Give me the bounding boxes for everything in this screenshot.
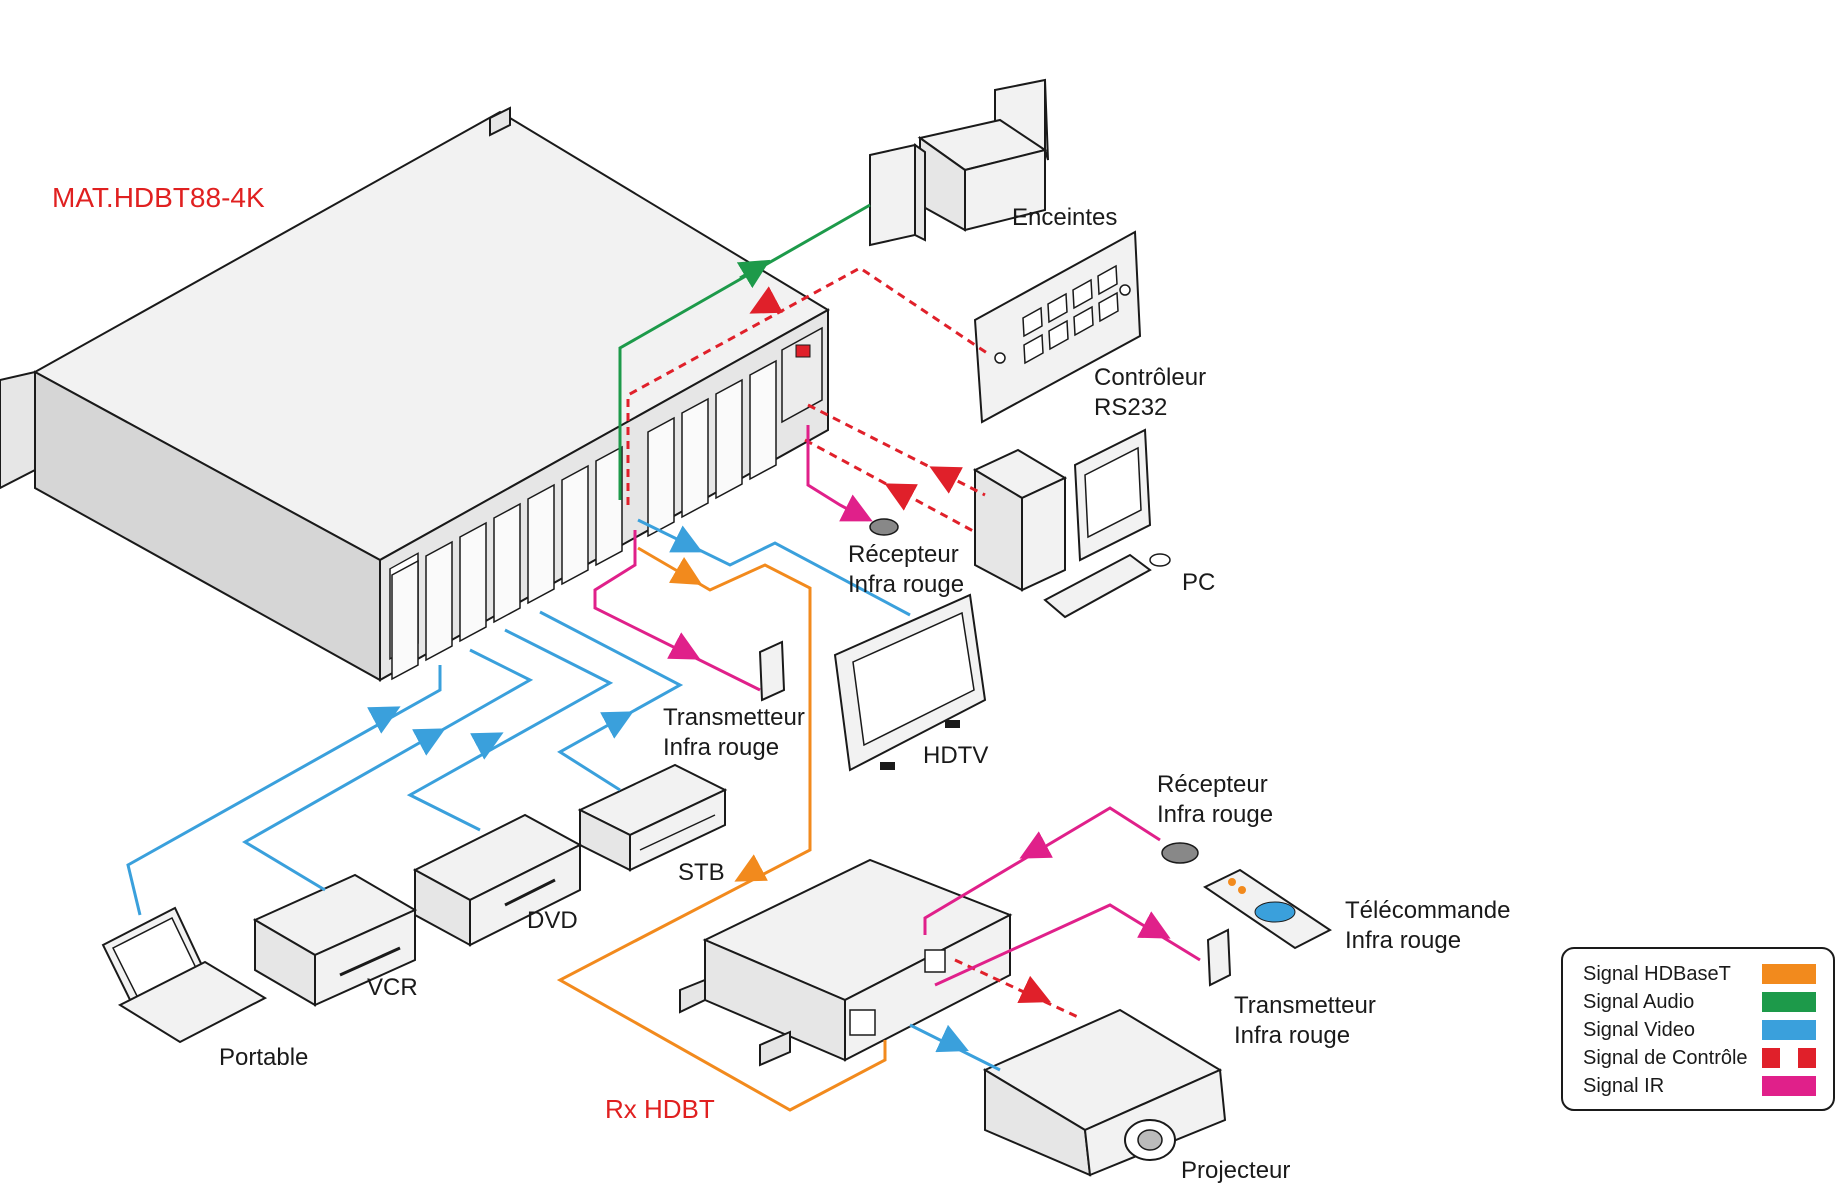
stb-label: STB — [678, 859, 725, 886]
legend-swatch-ir — [1762, 1076, 1816, 1096]
ir-wire-transmitter-2 — [934, 903, 1201, 987]
legend-swatch-control-b — [1798, 1048, 1816, 1068]
video-wire-laptop — [126, 665, 442, 916]
ir-transmitter-1 — [758, 640, 786, 702]
pc-label: PC — [1182, 569, 1215, 596]
hdtv-display — [833, 593, 987, 772]
ir-transmitter-2-label-line1: Transmetteur — [1234, 992, 1376, 1019]
ir-transmitter-2 — [1206, 928, 1232, 987]
legend-label-ir: Signal IR — [1583, 1075, 1664, 1097]
ir-wire-transmitter-1 — [593, 530, 761, 692]
vcr-device — [252, 873, 418, 1007]
hdtv-label: HDTV — [923, 742, 988, 769]
control-wire-pc-2 — [804, 438, 976, 534]
remote-label-line2: Infra rouge — [1345, 927, 1461, 954]
rx-hdbt-receiver — [679, 858, 1013, 1067]
dvd-player — [412, 813, 583, 947]
legend-swatch-control-a — [1762, 1048, 1780, 1068]
ir-receiver-2 — [1161, 842, 1199, 864]
stb-device — [577, 763, 728, 872]
legend: Signal HDBaseT Signal Audio Signal Video… — [1561, 947, 1835, 1111]
video-wire-dvd — [406, 628, 614, 832]
legend-label-video: Signal Video — [1583, 1019, 1695, 1041]
control-wire-controller — [626, 266, 991, 505]
speakers-device — [869, 78, 1049, 247]
ir-transmitter-1-label-line2: Infra rouge — [663, 734, 779, 761]
matrix-switcher — [0, 106, 830, 682]
ir-remote-control — [1203, 868, 1332, 950]
hdbaset-wire — [556, 546, 887, 1112]
ir-receiver-2-label-line2: Infra rouge — [1157, 801, 1273, 828]
ir-receiver-1-label-line2: Infra rouge — [848, 571, 964, 598]
laptop-label: Portable — [219, 1044, 308, 1071]
video-wire-vcr — [242, 648, 534, 892]
audio-wire — [618, 203, 871, 500]
controller-label-line2: RS232 — [1094, 394, 1167, 421]
laptop-portable — [101, 906, 268, 1044]
remote-label-line1: Télécommande — [1345, 897, 1510, 924]
matrix-label: MAT.HDBT88-4K — [52, 182, 265, 213]
speakers-label: Enceintes — [1012, 204, 1117, 231]
video-wire-projector — [909, 1023, 1001, 1072]
legend-label-audio: Signal Audio — [1583, 991, 1694, 1013]
controller-label-line1: Contrôleur — [1094, 364, 1206, 391]
projector-label: Projecteur — [1181, 1157, 1290, 1183]
legend-label-control: Signal de Contrôle — [1583, 1047, 1748, 1069]
ir-transmitter-2-label-line2: Infra rouge — [1234, 1022, 1350, 1049]
control-wire-projector — [954, 958, 1081, 1020]
legend-swatch-audio — [1762, 992, 1816, 1012]
rx-hdbt-label: Rx HDBT — [605, 1094, 715, 1124]
rs232-controller-panel — [973, 230, 1142, 424]
ir-wire-receiver-1 — [806, 425, 869, 522]
legend-swatch-video — [1762, 1020, 1816, 1040]
ir-transmitter-1-label-line1: Transmetteur — [663, 704, 805, 731]
ir-receiver-2-label-line1: Récepteur — [1157, 771, 1268, 798]
legend-swatch-hdbaset — [1762, 964, 1816, 984]
vcr-label: VCR — [367, 974, 418, 1001]
ir-wire-receiver-2 — [923, 806, 1161, 935]
projector-device — [982, 1008, 1227, 1177]
legend-label-hdbaset: Signal HDBaseT — [1583, 963, 1731, 985]
dvd-label: DVD — [527, 907, 578, 934]
pc-computer — [972, 428, 1171, 619]
ir-receiver-1-label-line1: Récepteur — [848, 541, 959, 568]
ir-receiver-1 — [869, 518, 899, 536]
control-wire-pc-1 — [807, 403, 986, 497]
